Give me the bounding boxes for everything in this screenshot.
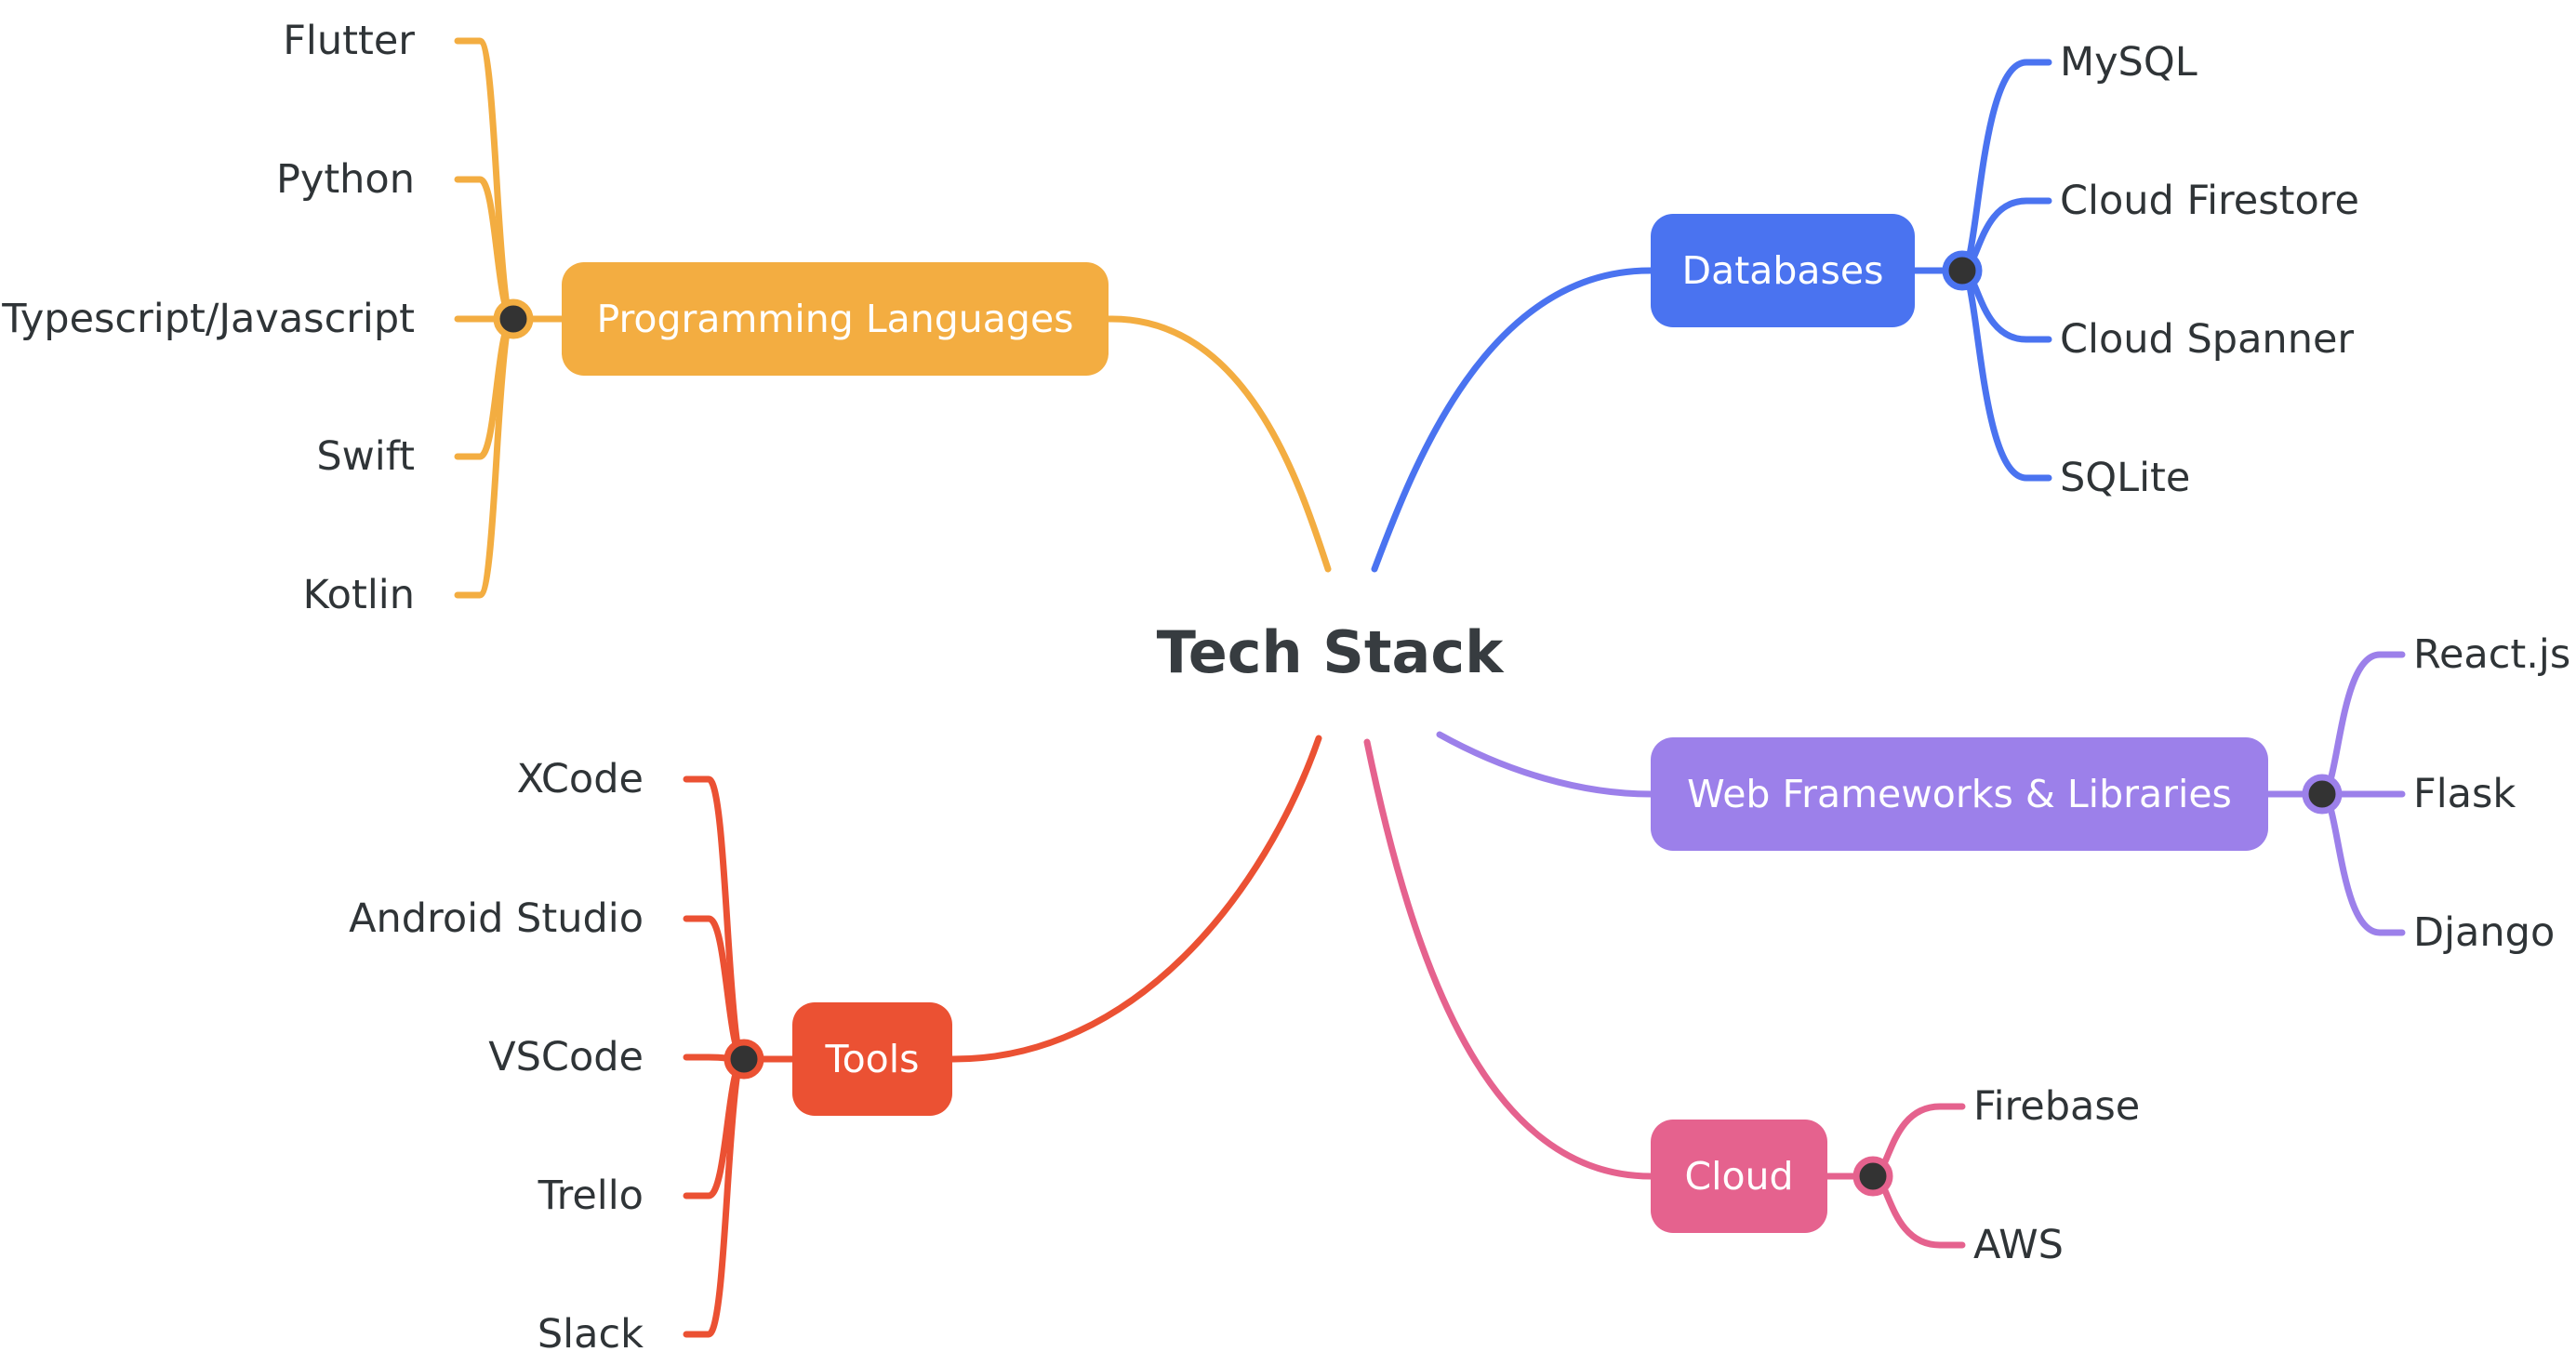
- leaf-mysql[interactable]: MySQL: [2060, 39, 2198, 86]
- programming-collapse-toggle[interactable]: [493, 298, 534, 339]
- leaf-aws[interactable]: AWS: [1973, 1222, 2064, 1268]
- cloud-collapse-toggle[interactable]: [1852, 1156, 1893, 1197]
- leaf-swift[interactable]: Swift: [316, 433, 415, 480]
- web-collapse-toggle[interactable]: [2302, 774, 2343, 815]
- leaf-flutter[interactable]: Flutter: [283, 18, 415, 64]
- databases-connector-3: [1959, 267, 2052, 482]
- programming-connector-1: [454, 176, 517, 323]
- leaf-android-studio[interactable]: Android Studio: [349, 895, 644, 942]
- leaf-typescript-javascript[interactable]: Typescript/Javascript: [2, 296, 415, 342]
- leaf-vscode[interactable]: VSCode: [488, 1034, 644, 1080]
- leaf-trello[interactable]: Trello: [538, 1173, 644, 1219]
- root-to-databases: [1371, 267, 1654, 573]
- leaf-kotlin[interactable]: Kotlin: [302, 572, 415, 618]
- root-to-cloud: [1363, 738, 1654, 1180]
- tools-collapse-toggle[interactable]: [724, 1039, 764, 1080]
- root-to-tools: [949, 735, 1322, 1063]
- leaf-python[interactable]: Python: [275, 156, 415, 203]
- leaf-cloud-firestore[interactable]: Cloud Firestore: [2060, 178, 2359, 224]
- topic-databases[interactable]: Databases: [1651, 214, 1915, 327]
- leaf-django[interactable]: Django: [2413, 909, 2556, 956]
- root-topic[interactable]: Tech Stack: [1156, 618, 1504, 686]
- leaf-flask[interactable]: Flask: [2413, 771, 2516, 817]
- web-connector-0: [2318, 651, 2406, 798]
- leaf-slack[interactable]: Slack: [537, 1311, 644, 1358]
- topic-web-frameworks[interactable]: Web Frameworks & Libraries: [1651, 737, 2268, 851]
- root-to-programming: [1105, 315, 1332, 573]
- databases-collapse-toggle[interactable]: [1942, 250, 1983, 291]
- leaf-firebase[interactable]: Firebase: [1973, 1083, 2141, 1130]
- leaf-sqlite[interactable]: SQLite: [2060, 455, 2191, 501]
- topic-programming-languages[interactable]: Programming Languages: [562, 262, 1109, 376]
- tools-connector-1: [683, 915, 748, 1063]
- topic-cloud[interactable]: Cloud: [1651, 1120, 1827, 1233]
- leaf-xcode[interactable]: XCode: [516, 756, 644, 802]
- databases-connector-0: [1959, 59, 2052, 274]
- topic-tools[interactable]: Tools: [792, 1002, 952, 1116]
- leaf-cloud-spanner[interactable]: Cloud Spanner: [2060, 316, 2355, 363]
- leaf-reactjs[interactable]: React.js: [2413, 631, 2571, 678]
- web-connector-2: [2318, 790, 2406, 936]
- root-to-web: [1436, 731, 1654, 798]
